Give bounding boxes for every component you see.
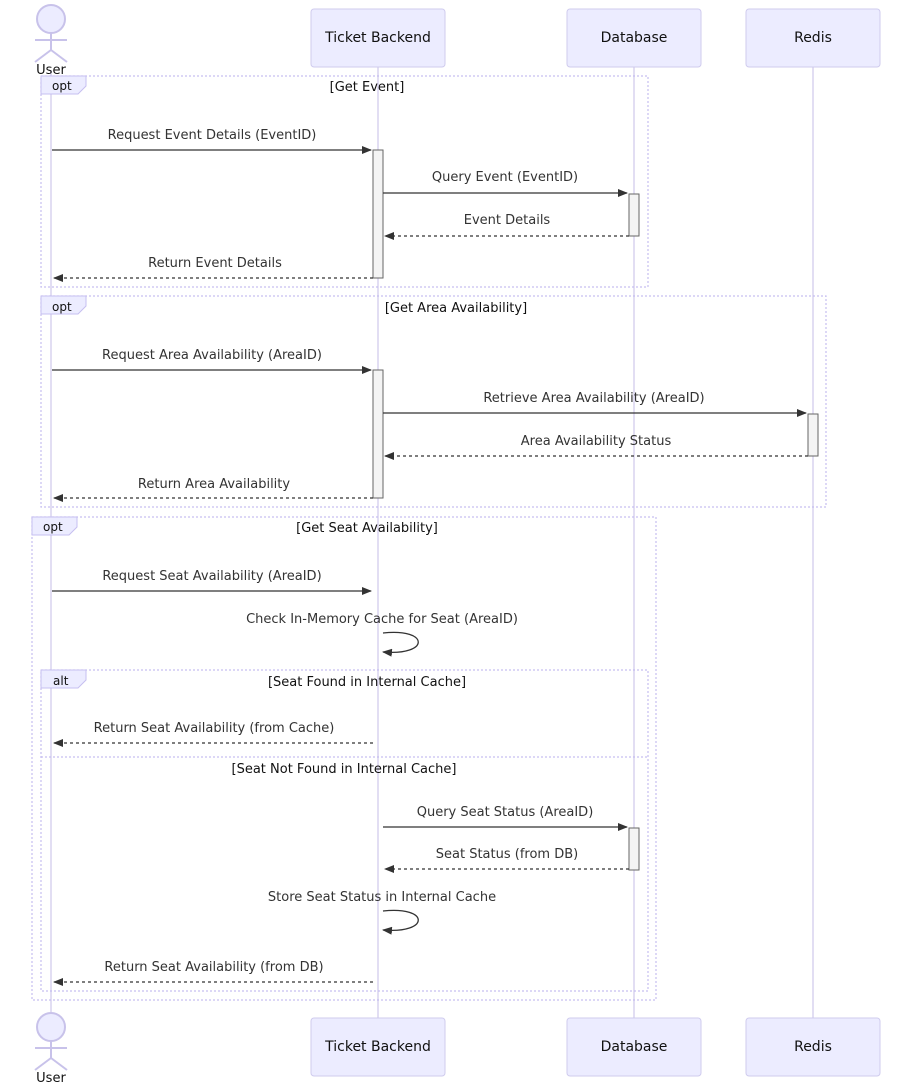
svg-text:Return Seat Availability (from: Return Seat Availability (from DB) <box>104 960 323 975</box>
participant-ticket-backend-top: Ticket Backend <box>310 8 446 68</box>
svg-text:Return Seat Availability (from: Return Seat Availability (from Cache) <box>94 721 335 736</box>
svg-text:Seat Status (from DB): Seat Status (from DB) <box>436 847 578 862</box>
frame-tag-label: opt <box>43 520 63 534</box>
activation-backend-1 <box>372 149 384 279</box>
participant-database-bottom: Database <box>566 1017 702 1077</box>
svg-text:Retrieve Area Availability (Ar: Retrieve Area Availability (AreaID) <box>483 391 704 406</box>
svg-text:Request Event Details (EventID: Request Event Details (EventID) <box>108 128 317 143</box>
message-return-event-details: Return Event Details <box>53 256 373 282</box>
message-query-seat-status: Query Seat Status (AreaID) <box>383 805 628 831</box>
participant-redis-top: Redis <box>745 8 881 68</box>
svg-text:Area Availability Status: Area Availability Status <box>521 434 672 449</box>
svg-text:Check In-Memory Cache for Seat: Check In-Memory Cache for Seat (AreaID) <box>246 612 518 627</box>
participant-label: Ticket Backend <box>324 30 431 46</box>
frame-alt-seat-cache: alt [Seat Found in Internal Cache] [Seat… <box>40 669 649 992</box>
frame-opt-get-event: opt [Get Event] <box>40 75 649 288</box>
svg-text:Query Seat Status (AreaID): Query Seat Status (AreaID) <box>417 805 594 820</box>
message-check-in-memory-cache: Check In-Memory Cache for Seat (AreaID) <box>246 612 518 657</box>
frame-condition: [Get Area Availability] <box>385 301 527 316</box>
participant-label: User <box>36 1071 66 1086</box>
svg-text:Return Event Details: Return Event Details <box>148 256 282 271</box>
frame-tag-label: opt <box>52 300 72 314</box>
user-actor-icon <box>36 4 66 34</box>
activation-backend-2 <box>372 369 384 499</box>
participant-label: Ticket Backend <box>324 1039 431 1055</box>
frame-condition: [Seat Found in Internal Cache] <box>268 675 466 690</box>
message-request-event-details: Request Event Details (EventID) <box>52 128 372 154</box>
frame-tag-label: alt <box>53 674 69 688</box>
actor-user-bottom: User <box>34 1012 68 1086</box>
message-request-area-availability: Request Area Availability (AreaID) <box>52 348 372 374</box>
frame-condition: [Get Event] <box>330 80 405 95</box>
message-store-seat-status: Store Seat Status in Internal Cache <box>268 890 496 935</box>
activation-database-2 <box>628 827 640 871</box>
frame-opt-get-seat-availability: opt [Get Seat Availability] <box>31 516 657 1001</box>
participant-label: Redis <box>794 30 832 46</box>
participant-label: Database <box>601 1039 668 1055</box>
user-actor-icon <box>36 1012 66 1042</box>
activation-database-1 <box>628 193 640 237</box>
frame-tag-label: opt <box>52 79 72 93</box>
svg-text:Event Details: Event Details <box>464 213 551 228</box>
svg-text:Return Area Availability: Return Area Availability <box>138 477 290 492</box>
activation-redis-1 <box>807 413 819 457</box>
svg-text:Store Seat Status in Internal: Store Seat Status in Internal Cache <box>268 890 496 905</box>
message-return-seat-from-cache: Return Seat Availability (from Cache) <box>53 721 373 747</box>
participant-redis-bottom: Redis <box>745 1017 881 1077</box>
participant-label: Database <box>601 30 668 46</box>
message-area-availability-status: Area Availability Status <box>384 434 808 460</box>
svg-text:Request Area Availability (Are: Request Area Availability (AreaID) <box>102 348 322 363</box>
frame-else-condition: [Seat Not Found in Internal Cache] <box>232 762 457 777</box>
svg-text:Query Event (EventID): Query Event (EventID) <box>432 170 578 185</box>
actor-user-top: User <box>34 4 68 78</box>
svg-text:Request Seat Availability (Are: Request Seat Availability (AreaID) <box>102 569 321 584</box>
participant-ticket-backend-bottom: Ticket Backend <box>310 1017 446 1077</box>
participant-label: User <box>36 63 66 78</box>
message-seat-status-from-db: Seat Status (from DB) <box>384 847 629 873</box>
frame-condition: [Get Seat Availability] <box>296 521 438 536</box>
message-request-seat-availability: Request Seat Availability (AreaID) <box>52 569 372 595</box>
message-event-details: Event Details <box>384 213 629 240</box>
frame-opt-get-area-availability: opt [Get Area Availability] <box>40 295 827 508</box>
message-return-area-availability: Return Area Availability <box>53 477 373 502</box>
message-return-seat-from-db: Return Seat Availability (from DB) <box>53 960 373 986</box>
message-retrieve-area-availability: Retrieve Area Availability (AreaID) <box>383 391 807 417</box>
participant-database-top: Database <box>566 8 702 68</box>
participant-label: Redis <box>794 1039 832 1055</box>
message-query-event: Query Event (EventID) <box>383 170 628 197</box>
